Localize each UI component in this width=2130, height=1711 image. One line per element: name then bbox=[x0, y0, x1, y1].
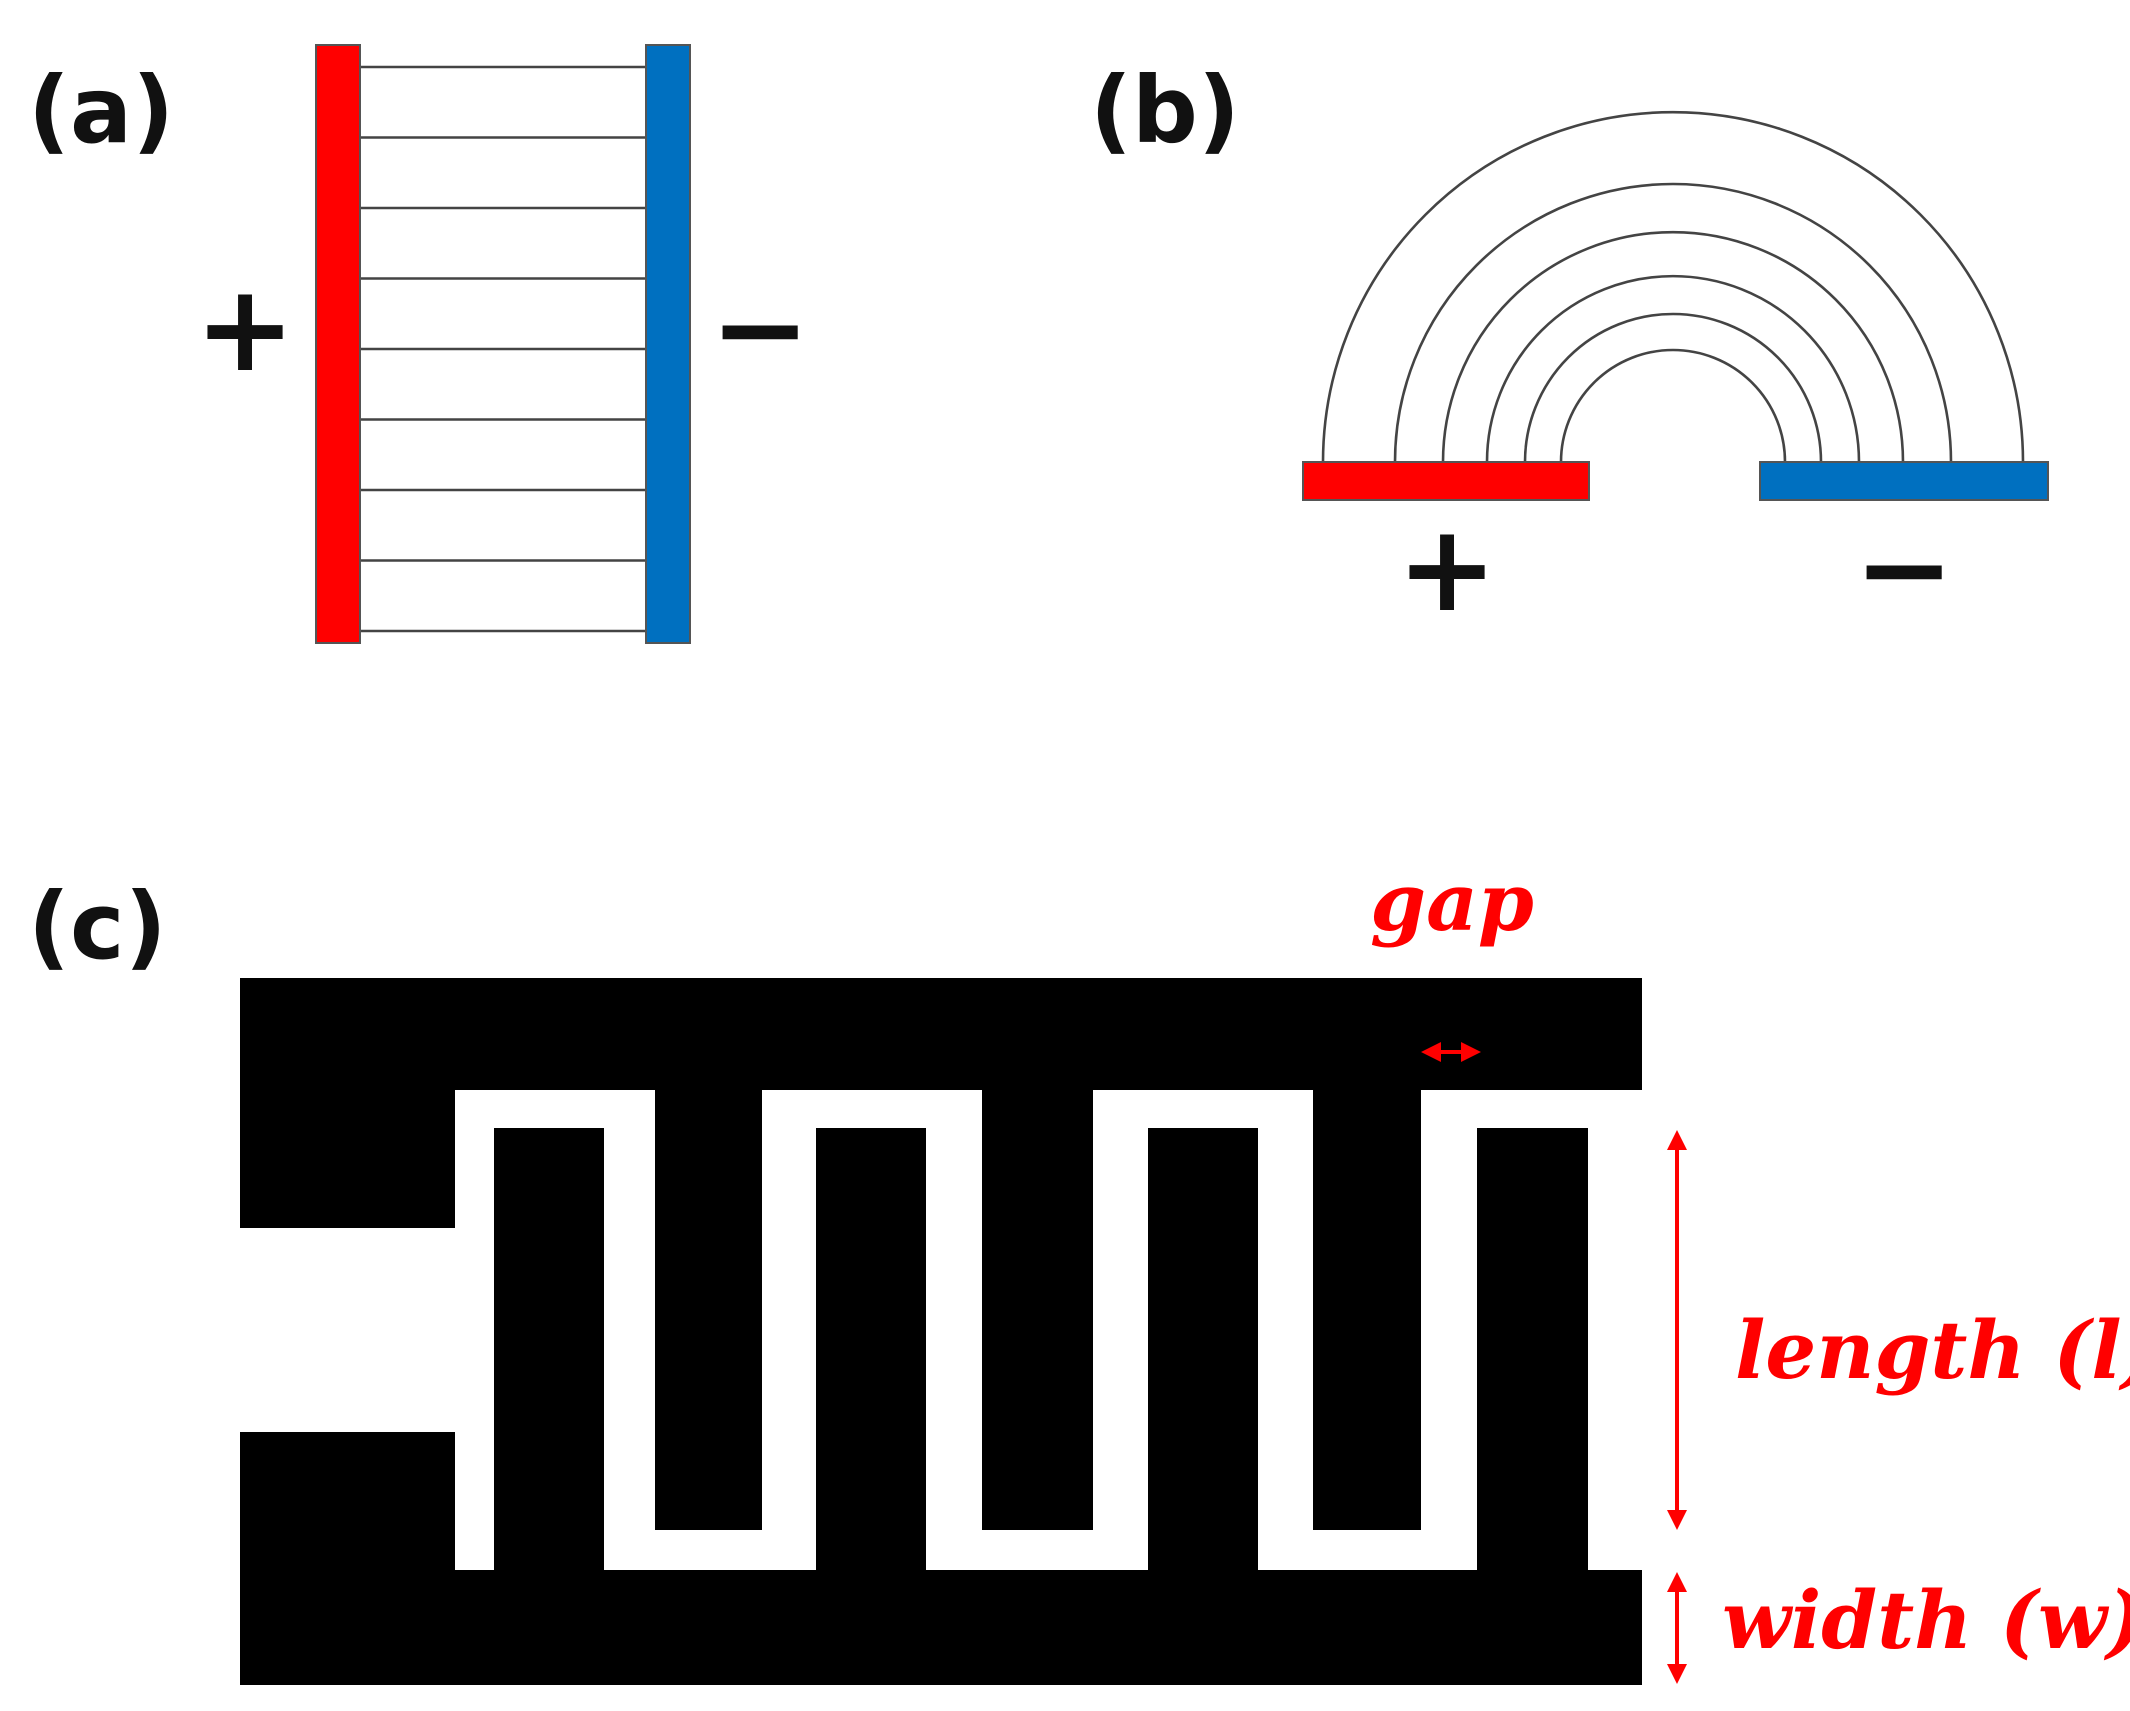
panel-c: (c) gap length (l) width (w) bbox=[28, 855, 2130, 1685]
panel-b-field-arcs bbox=[1321, 110, 2025, 463]
negative-sign-b: − bbox=[1854, 500, 1955, 639]
field-arc bbox=[1393, 182, 1953, 463]
length-label: length (l) bbox=[1735, 1303, 2130, 1397]
negative-electrode-a bbox=[645, 44, 691, 644]
field-arc bbox=[1485, 274, 1861, 463]
width-label: width (w) bbox=[1722, 1573, 2130, 1667]
field-arc bbox=[1321, 110, 2025, 463]
interdigitated-electrode bbox=[240, 978, 1642, 1685]
positive-electrode-b bbox=[1302, 461, 1590, 501]
panel-a-label: (a) bbox=[28, 57, 174, 164]
length-annotation: length (l) bbox=[1667, 1130, 2130, 1530]
negative-sign-a: − bbox=[710, 260, 811, 399]
bottom-electrode bbox=[240, 1128, 1642, 1685]
field-arc bbox=[1441, 230, 1905, 463]
positive-electrode-a bbox=[315, 44, 361, 644]
positive-sign-b: + bbox=[1397, 500, 1498, 639]
gap-label: gap bbox=[1370, 855, 1534, 949]
panel-a: (a) + − bbox=[28, 44, 811, 644]
panel-b-label: (b) bbox=[1090, 57, 1240, 164]
field-arc bbox=[1559, 348, 1787, 463]
width-annotation: width (w) bbox=[1667, 1572, 2130, 1684]
positive-sign-a: + bbox=[195, 260, 296, 399]
field-arc bbox=[1523, 312, 1823, 463]
panel-a-field-lines bbox=[360, 65, 646, 633]
panel-c-label: (c) bbox=[28, 873, 167, 980]
gap-annotation: gap bbox=[1370, 855, 1534, 1062]
panel-b: (b) + − bbox=[1090, 57, 2049, 639]
top-electrode bbox=[240, 978, 1642, 1530]
negative-electrode-b bbox=[1759, 461, 2049, 501]
